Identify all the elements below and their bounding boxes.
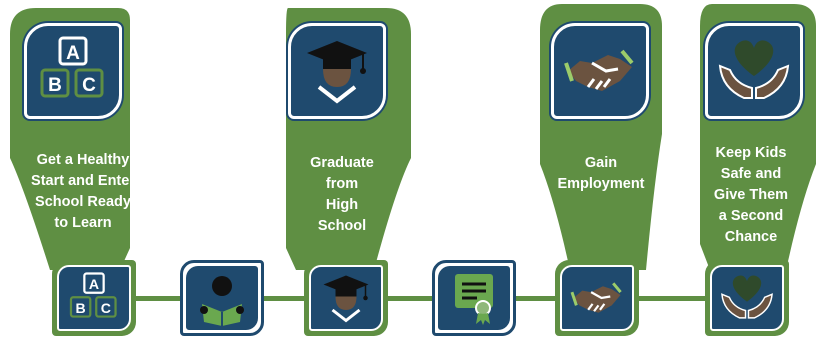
step-2-icon-tile	[288, 23, 386, 119]
step-1-label: Get a Healthy Start and Enter School Rea…	[31, 152, 135, 231]
block-c-letter: C	[101, 300, 111, 316]
milestone-4-tile	[432, 260, 516, 336]
handshake-icon	[564, 49, 634, 91]
milestone-3-tile	[304, 260, 388, 336]
step-2-label: Graduate from High School	[310, 155, 374, 234]
block-c-letter: C	[82, 75, 96, 96]
handshake-icon	[570, 282, 622, 313]
child-reading-icon	[200, 276, 244, 326]
graduation-cap-icon	[323, 275, 369, 323]
step-4-label: Keep Kids Safe and Give Them a Second Ch…	[713, 145, 789, 245]
timeline-connector	[120, 296, 710, 301]
heart-hands-icon	[718, 40, 790, 99]
step-4-icon-tile	[705, 23, 803, 119]
milestone-1-tile: A B C	[52, 260, 136, 336]
step-1-icon-tile: A B C	[24, 23, 122, 119]
block-b-letter: B	[76, 300, 86, 316]
milestone-5-tile	[555, 260, 639, 336]
heart-hands-icon	[721, 275, 773, 319]
milestone-6-tile	[705, 260, 789, 336]
graduation-cap-icon	[307, 41, 367, 104]
block-a-letter: A	[66, 43, 80, 64]
step-3-label: Gain Employment	[557, 155, 645, 192]
milestone-2-tile	[180, 260, 264, 336]
abc-blocks-icon: A B C	[69, 272, 117, 318]
step-3-icon-tile	[551, 23, 649, 119]
abc-blocks-icon: A B C	[40, 36, 104, 98]
diploma-certificate-icon	[455, 274, 493, 325]
block-b-letter: B	[48, 75, 62, 96]
block-a-letter: A	[89, 276, 99, 292]
